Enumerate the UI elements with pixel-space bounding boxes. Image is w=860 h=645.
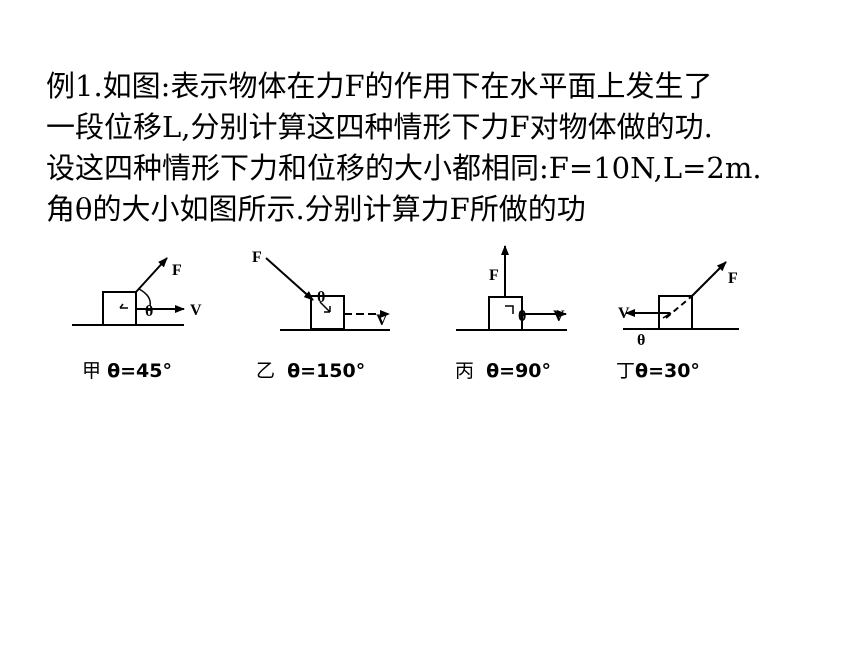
force-arrow	[135, 257, 168, 293]
caption-bing: 丙 θ=90°	[455, 356, 551, 383]
diagram-bing: F V θ	[456, 245, 567, 331]
caption-ding: 丁θ=30°	[616, 356, 700, 383]
case-name: 丙	[455, 360, 475, 382]
case-angle: θ=90°	[486, 360, 552, 382]
force-arrow	[691, 261, 727, 297]
diagram-yi: F V θ	[252, 249, 390, 331]
case-name: 乙	[256, 360, 276, 382]
problem-line-2: 一段位移L,分别计算这四种情形下力F对物体做的功.	[46, 110, 713, 144]
problem-statement: 例1.如图:表示物体在力F的作用下在水平面上发生了 一段位移L,分别计算这四种情…	[46, 66, 836, 230]
force-label: F	[172, 262, 182, 279]
case-angle: θ=150°	[287, 360, 366, 382]
diagram-ding: F V θ	[618, 261, 739, 349]
case-name: 甲	[82, 360, 102, 382]
angle-label: θ	[317, 289, 325, 306]
caption-jia: 甲 θ=45°	[82, 356, 172, 383]
case-name: 丁	[616, 360, 636, 382]
angle-arc	[138, 288, 152, 307]
angle-mark	[319, 301, 331, 313]
angle-label: θ	[518, 308, 526, 325]
problem-line-4: 角θ的大小如图所示.分别计算力F所做的功	[46, 192, 586, 226]
angle-label: θ	[145, 303, 153, 320]
problem-line-3: 设这四种情形下力和位移的大小都相同:F=10N,L=2m.	[46, 151, 762, 185]
block	[102, 291, 137, 326]
block	[658, 295, 693, 330]
force-label: F	[728, 270, 738, 287]
diagram-jia: F V θ	[72, 257, 202, 326]
force-arrow-dashed	[665, 295, 693, 319]
velocity-label: V	[553, 308, 565, 325]
caption-yi: 乙 θ=150°	[256, 356, 365, 383]
problem-line-1: 例1.如图:表示物体在力F的作用下在水平面上发生了	[46, 69, 713, 103]
case-angle: θ=30°	[635, 360, 700, 382]
angle-label: θ	[637, 332, 645, 349]
force-label: F	[489, 267, 499, 284]
case-angle: θ=45°	[107, 360, 172, 382]
velocity-label: V	[190, 302, 202, 319]
force-arrow	[265, 257, 314, 301]
angle-mark	[119, 303, 128, 309]
force-label: F	[252, 249, 262, 266]
velocity-label: V	[618, 305, 630, 322]
velocity-label: V	[376, 312, 388, 329]
right-angle-mark	[505, 305, 514, 314]
